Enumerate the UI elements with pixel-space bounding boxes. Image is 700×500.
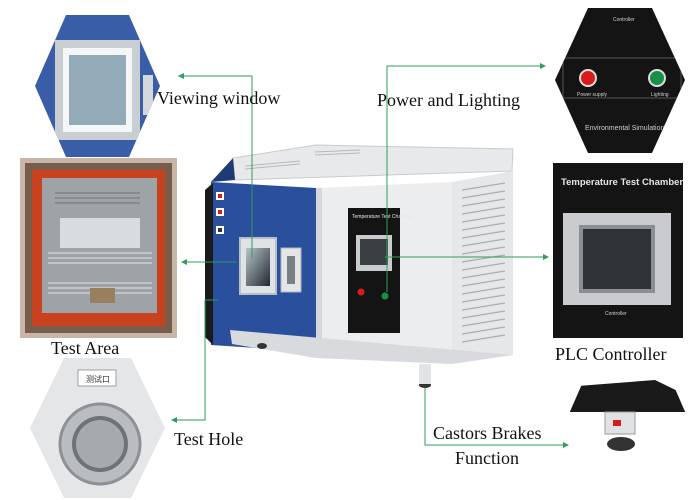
viewing-window-label: Viewing window [157, 88, 281, 108]
power-lighting-detail: Power supply Lighting Controller Environ… [555, 8, 685, 153]
test-area-detail [20, 158, 177, 338]
test-hole-label: Test Hole [174, 429, 244, 449]
plc-panel-title: Temperature Test Chamber [561, 177, 683, 188]
plc-controller-detail: Temperature Test Chamber Controller [553, 163, 683, 338]
environmental-caption: Environmental Simulation [585, 125, 664, 132]
test-hole-detail: 测试口 [30, 358, 165, 498]
plc-controller-label: PLC Controller [555, 344, 667, 364]
power-supply-caption: Power supply [577, 92, 608, 98]
test-area-label: Test Area [51, 338, 120, 358]
castors-label-line1: Castors Brakes [433, 423, 542, 443]
castors-detail [565, 352, 690, 495]
power-lighting-label: Power and Lighting [377, 90, 520, 110]
lighting-caption: Lighting [651, 92, 669, 98]
test-hole-plate: 测试口 [86, 374, 110, 384]
castors-label-line2: Function [455, 448, 520, 468]
viewing-window-detail [35, 15, 160, 157]
chamber-panel-title: Temperature Test Chamber [352, 214, 413, 220]
plc-controller-caption: Controller [605, 311, 627, 317]
controller-caption-top: Controller [613, 17, 635, 23]
